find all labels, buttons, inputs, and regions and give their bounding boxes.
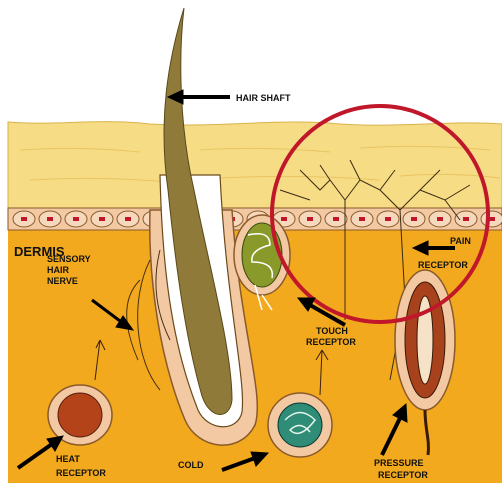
label-pressure-line2: RECEPTOR [378, 470, 428, 480]
basal-cell-nucleus [99, 217, 105, 221]
basal-cell-nucleus [47, 217, 53, 221]
label-hair-shaft: HAIR SHAFT [236, 93, 291, 103]
basal-cell-nucleus [125, 217, 131, 221]
label-sensory-line1: SENSORY [47, 254, 91, 264]
basal-cell-nucleus [281, 217, 287, 221]
basal-cell-nucleus [411, 217, 417, 221]
basal-cell-nucleus [307, 217, 313, 221]
label-heat-line2: RECEPTOR [56, 468, 106, 478]
basal-cell-nucleus [385, 217, 391, 221]
basal-cell-nucleus [21, 217, 27, 221]
basal-cell-nucleus [359, 217, 365, 221]
label-sensory-line2: HAIR [47, 265, 69, 275]
label-pressure-line1: PRESSURE [374, 458, 424, 468]
label-cold: COLD [178, 460, 204, 470]
basal-cell-nucleus [437, 217, 443, 221]
basal-cell-nucleus [463, 217, 469, 221]
basal-cell-nucleus [333, 217, 339, 221]
label-sensory-line3: NERVE [47, 276, 78, 286]
label-touch-line1: TOUCH [316, 326, 348, 336]
label-heat-line1: HEAT [56, 454, 80, 464]
label-touch-line2: RECEPTOR [306, 337, 356, 347]
label-pain-line1: PAIN [450, 236, 471, 246]
basal-cell-nucleus [73, 217, 79, 221]
label-pain-line2: RECEPTOR [418, 260, 468, 270]
epidermis-layer [8, 122, 502, 214]
